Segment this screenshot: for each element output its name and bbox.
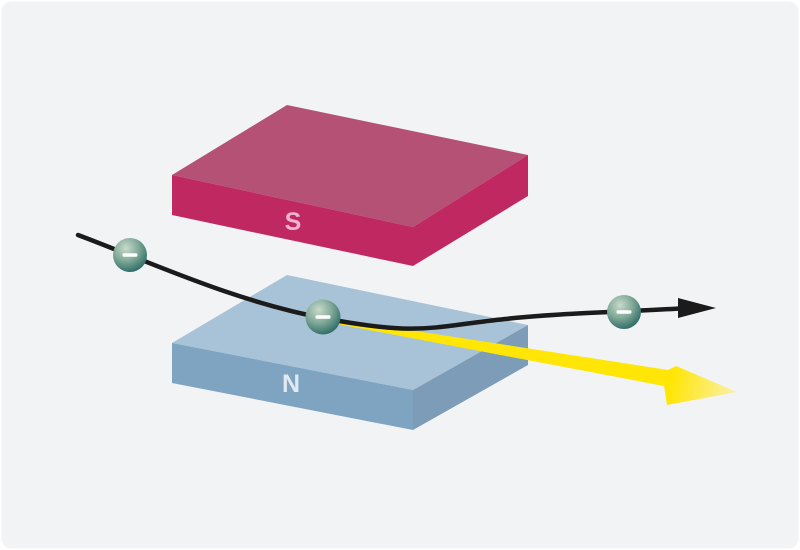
magnet-south-front-face	[172, 175, 413, 266]
electron-1	[113, 238, 147, 272]
minus-icon	[616, 310, 632, 314]
magnet-north-label: N	[282, 370, 300, 398]
magnet-south-side-face	[413, 155, 528, 266]
deflection-arrow	[332, 318, 737, 405]
minus-icon	[122, 253, 138, 257]
electron-3	[607, 295, 641, 329]
magnet-north-front-face	[172, 343, 413, 430]
magnet-south-top-face	[172, 105, 528, 227]
magnet-south-label: S	[285, 208, 302, 236]
electron-2	[305, 299, 341, 335]
minus-icon	[315, 315, 331, 319]
electron-path-arrowhead-icon	[678, 298, 716, 318]
electron-path-line	[75, 232, 691, 331]
electron-path	[75, 232, 716, 331]
magnet-south: S	[172, 105, 528, 266]
